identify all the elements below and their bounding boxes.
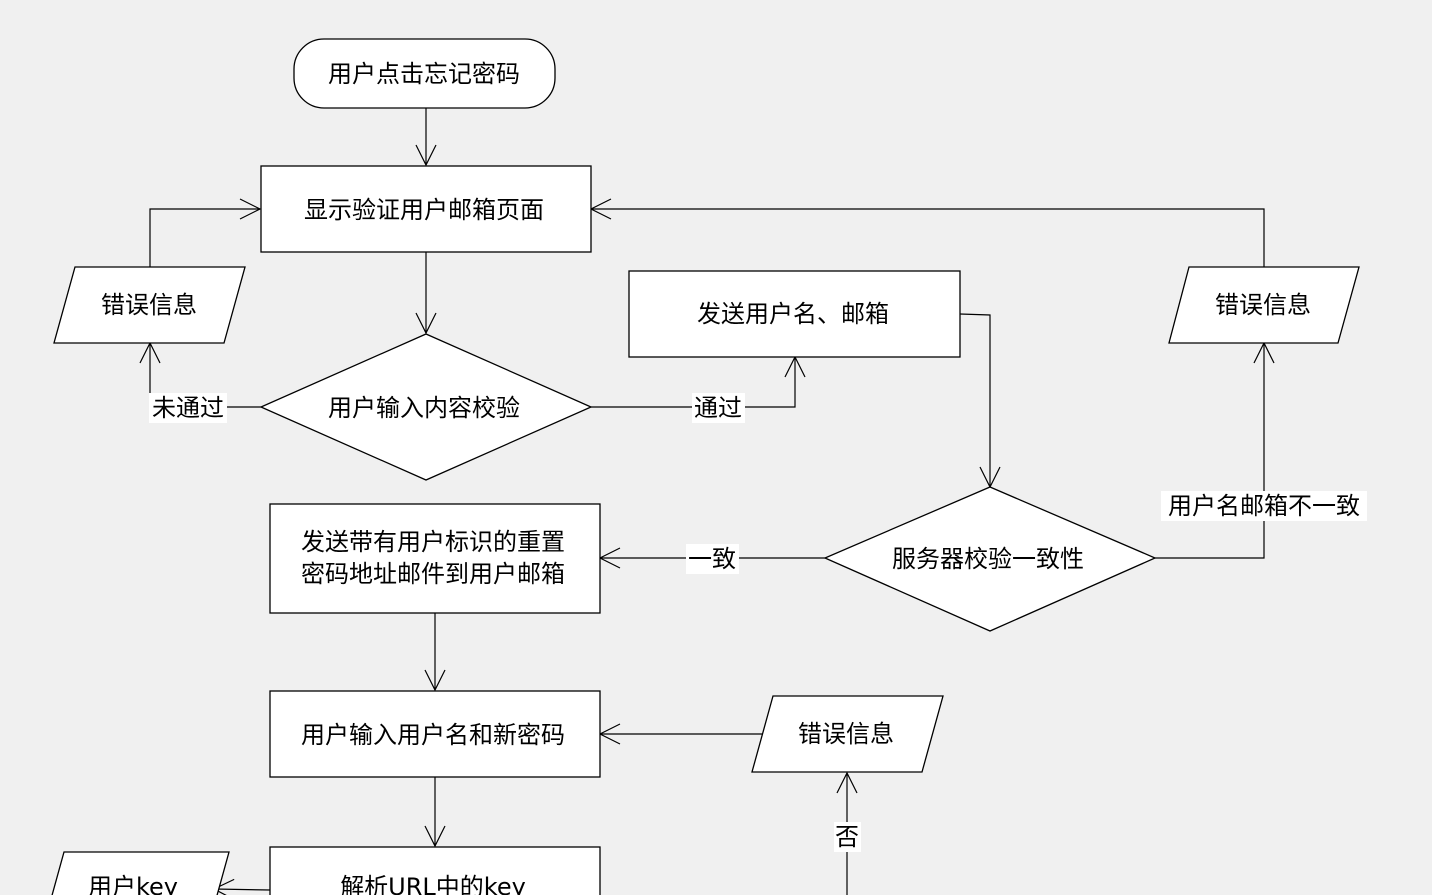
svg-text:一致: 一致 xyxy=(688,545,736,573)
node-user-key: 用户key xyxy=(51,851,230,895)
node-parse-key-label: 解析URL中的key xyxy=(340,873,526,895)
svg-text:未通过: 未通过 xyxy=(152,394,224,422)
edge-server-to-error-right xyxy=(1155,341,1275,559)
node-error-left-label: 错误信息 xyxy=(101,291,197,319)
node-send-mail-line1: 发送带有用户标识的重置 xyxy=(301,528,565,556)
node-error-mid-label: 错误信息 xyxy=(798,720,894,748)
node-send-mail-line2: 密码地址邮件到用户邮箱 xyxy=(301,560,565,588)
node-start-label: 用户点击忘记密码 xyxy=(328,60,520,88)
node-input-new-pwd-label: 用户输入用户名和新密码 xyxy=(301,721,565,749)
node-server-check-label: 服务器校验一致性 xyxy=(892,545,1084,573)
edge-check-to-send xyxy=(591,355,806,408)
edge-label-consistent: 一致 xyxy=(686,544,739,574)
svg-text:用户名邮箱不一致: 用户名邮箱不一致 xyxy=(1168,492,1360,520)
node-error-right-label: 错误信息 xyxy=(1215,291,1311,319)
edge-error-right-to-page xyxy=(589,198,1265,267)
edge-label-passed: 通过 xyxy=(692,393,745,423)
svg-text:通过: 通过 xyxy=(694,394,742,422)
node-start: 用户点击忘记密码 xyxy=(293,38,556,109)
edge-send-to-server xyxy=(959,313,1001,489)
node-user-key-label: 用户key xyxy=(88,873,178,895)
edge-error-left-to-page xyxy=(149,198,262,267)
node-send-name-email: 发送用户名、邮箱 xyxy=(628,270,961,358)
node-input-check-label: 用户输入内容校验 xyxy=(328,394,520,422)
node-show-page: 显示验证用户邮箱页面 xyxy=(260,165,592,253)
node-parse-key: 解析URL中的key xyxy=(269,846,601,895)
edge-parse-to-userkey xyxy=(212,878,271,895)
node-input-check: 用户输入内容校验 xyxy=(259,333,593,481)
node-send-name-email-label: 发送用户名、邮箱 xyxy=(697,300,889,328)
node-server-check: 服务器校验一致性 xyxy=(823,486,1157,632)
node-input-new-pwd: 用户输入用户名和新密码 xyxy=(269,690,601,778)
node-send-mail: 发送带有用户标识的重置 密码地址邮件到用户邮箱 xyxy=(269,503,601,614)
edge-label-not-passed: 未通过 xyxy=(149,393,227,423)
node-show-page-label: 显示验证用户邮箱页面 xyxy=(304,196,544,224)
edge-label-no: 否 xyxy=(834,822,861,852)
node-error-right: 错误信息 xyxy=(1168,266,1360,344)
edge-label-inconsistent: 用户名邮箱不一致 xyxy=(1161,491,1367,521)
svg-text:否: 否 xyxy=(835,823,859,851)
node-error-left: 错误信息 xyxy=(53,266,246,344)
node-error-mid: 错误信息 xyxy=(751,695,944,773)
